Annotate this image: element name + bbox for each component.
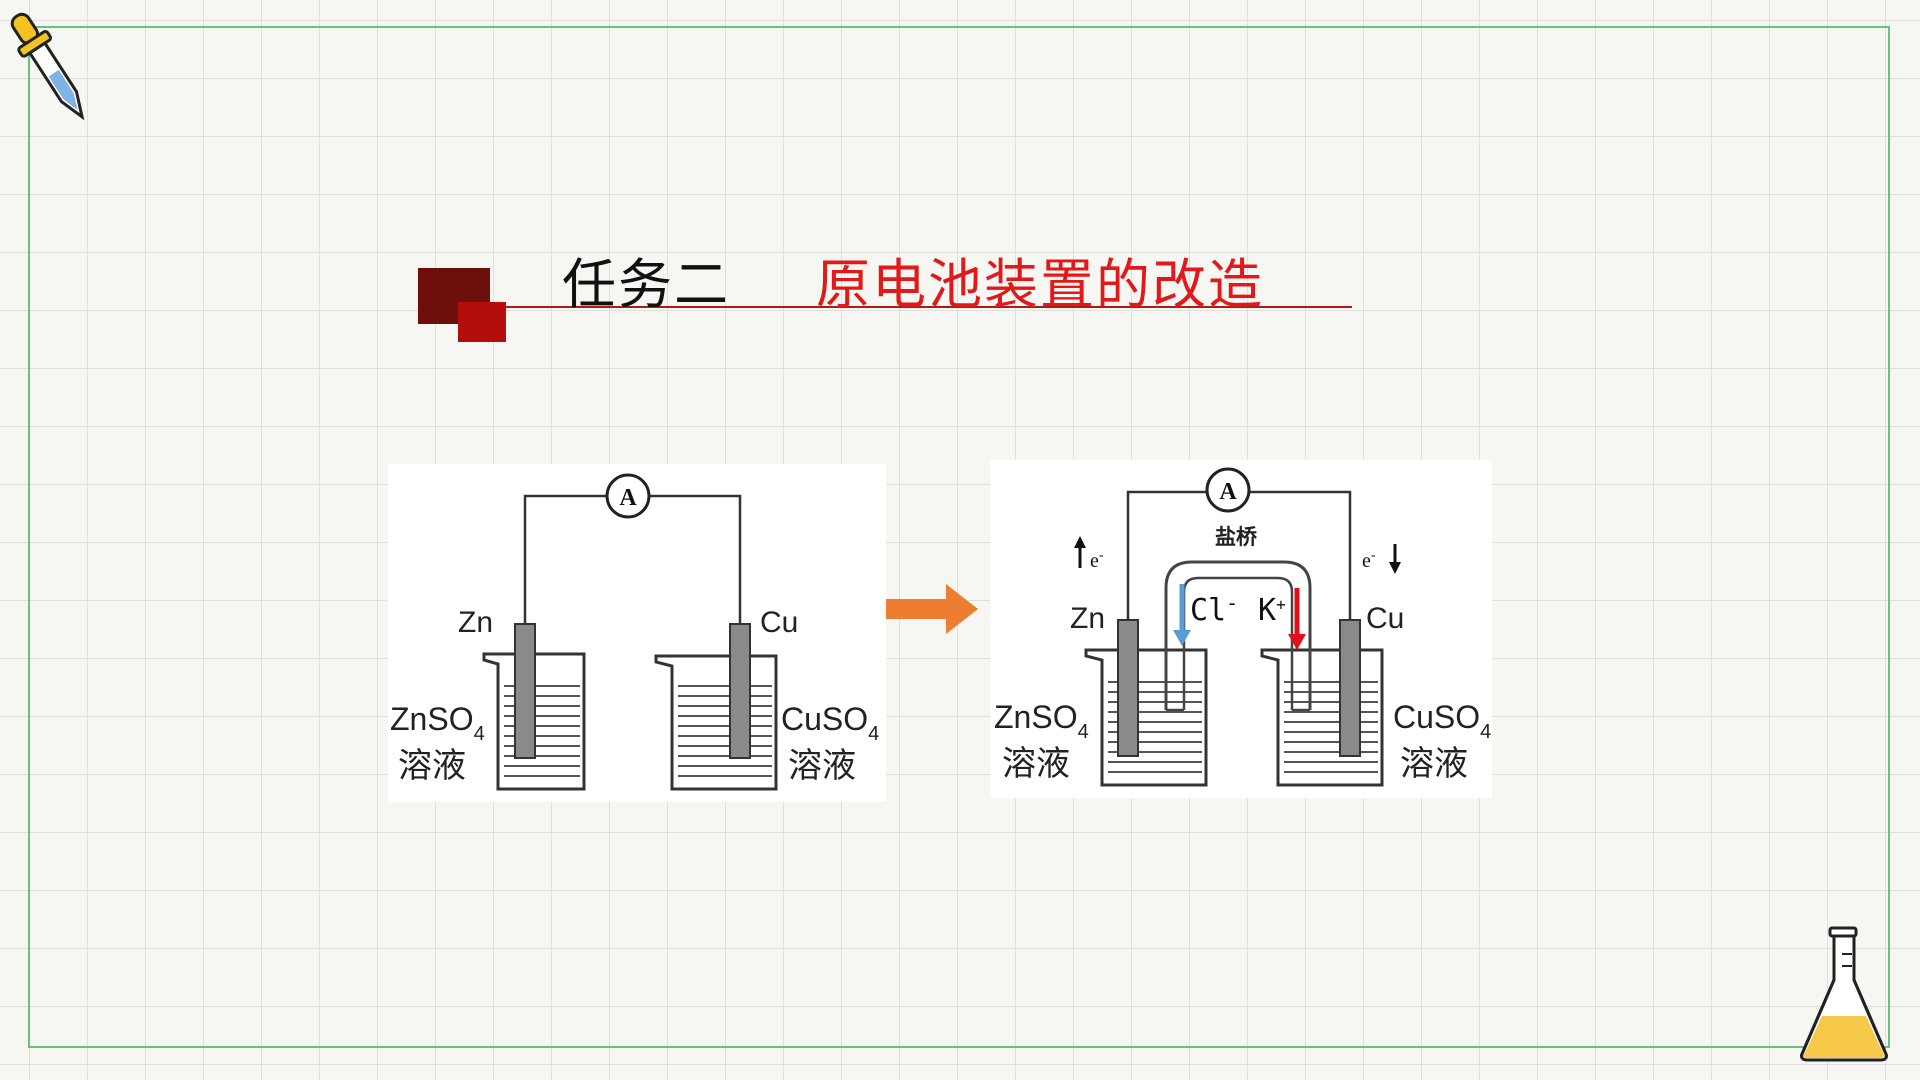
title-underline xyxy=(506,306,1352,308)
zn-electrode xyxy=(514,623,536,759)
k-ion-label: K+ xyxy=(1258,593,1286,628)
slide-frame xyxy=(28,26,1890,1048)
diagram-simple-cell: A Zn Cu xyxy=(388,464,886,802)
salt-bridge-label: 盐桥 xyxy=(1215,524,1258,549)
cl-ion-label: Cl- xyxy=(1190,591,1238,628)
left-solution-word: 溶液 xyxy=(1002,744,1070,784)
section-title: 任务二 原电池装置的改造 xyxy=(418,240,1352,350)
diagram-salt-bridge-cell: A e- e- 盐桥 xyxy=(990,460,1492,798)
ammeter-label: A xyxy=(1219,479,1237,505)
znso4-label: ZnSO4 xyxy=(994,699,1089,743)
dropper-icon xyxy=(10,12,85,121)
title-square-red xyxy=(458,302,506,342)
ammeter-icon: A xyxy=(605,473,651,519)
left-solution-word: 溶液 xyxy=(398,746,466,786)
task-label: 任务二 xyxy=(562,253,730,316)
right-beaker xyxy=(654,654,778,791)
flask-icon xyxy=(1800,926,1888,1062)
right-solution-word: 溶液 xyxy=(788,746,856,786)
svg-text:e-: e- xyxy=(1362,548,1376,572)
zn-electrode xyxy=(1117,619,1139,757)
ammeter-label: A xyxy=(619,485,637,511)
right-solution-word: 溶液 xyxy=(1400,744,1468,784)
cu-electrode xyxy=(1339,619,1361,757)
zn-label: Zn xyxy=(1070,602,1105,635)
cuso4-label: CuSO4 xyxy=(1393,699,1491,743)
zn-label: Zn xyxy=(458,606,493,639)
cuso4-label: CuSO4 xyxy=(781,701,879,745)
ammeter-icon: A xyxy=(1205,467,1251,513)
left-beaker xyxy=(1084,648,1208,787)
cu-electrode xyxy=(729,623,751,759)
electron-flow-right: e- xyxy=(1362,544,1401,574)
task-title: 原电池装置的改造 xyxy=(816,253,1264,316)
k-arrow-icon xyxy=(1288,588,1306,650)
salt-bridge-tube xyxy=(1164,560,1312,712)
cu-label: Cu xyxy=(1366,602,1404,635)
arrow-right-icon xyxy=(886,584,978,634)
right-beaker xyxy=(1260,648,1384,787)
znso4-label: ZnSO4 xyxy=(390,701,485,745)
electron-flow-left: e- xyxy=(1074,536,1104,572)
cl-arrow-icon xyxy=(1173,584,1191,646)
cu-label: Cu xyxy=(760,606,798,639)
svg-text:e-: e- xyxy=(1090,548,1104,572)
